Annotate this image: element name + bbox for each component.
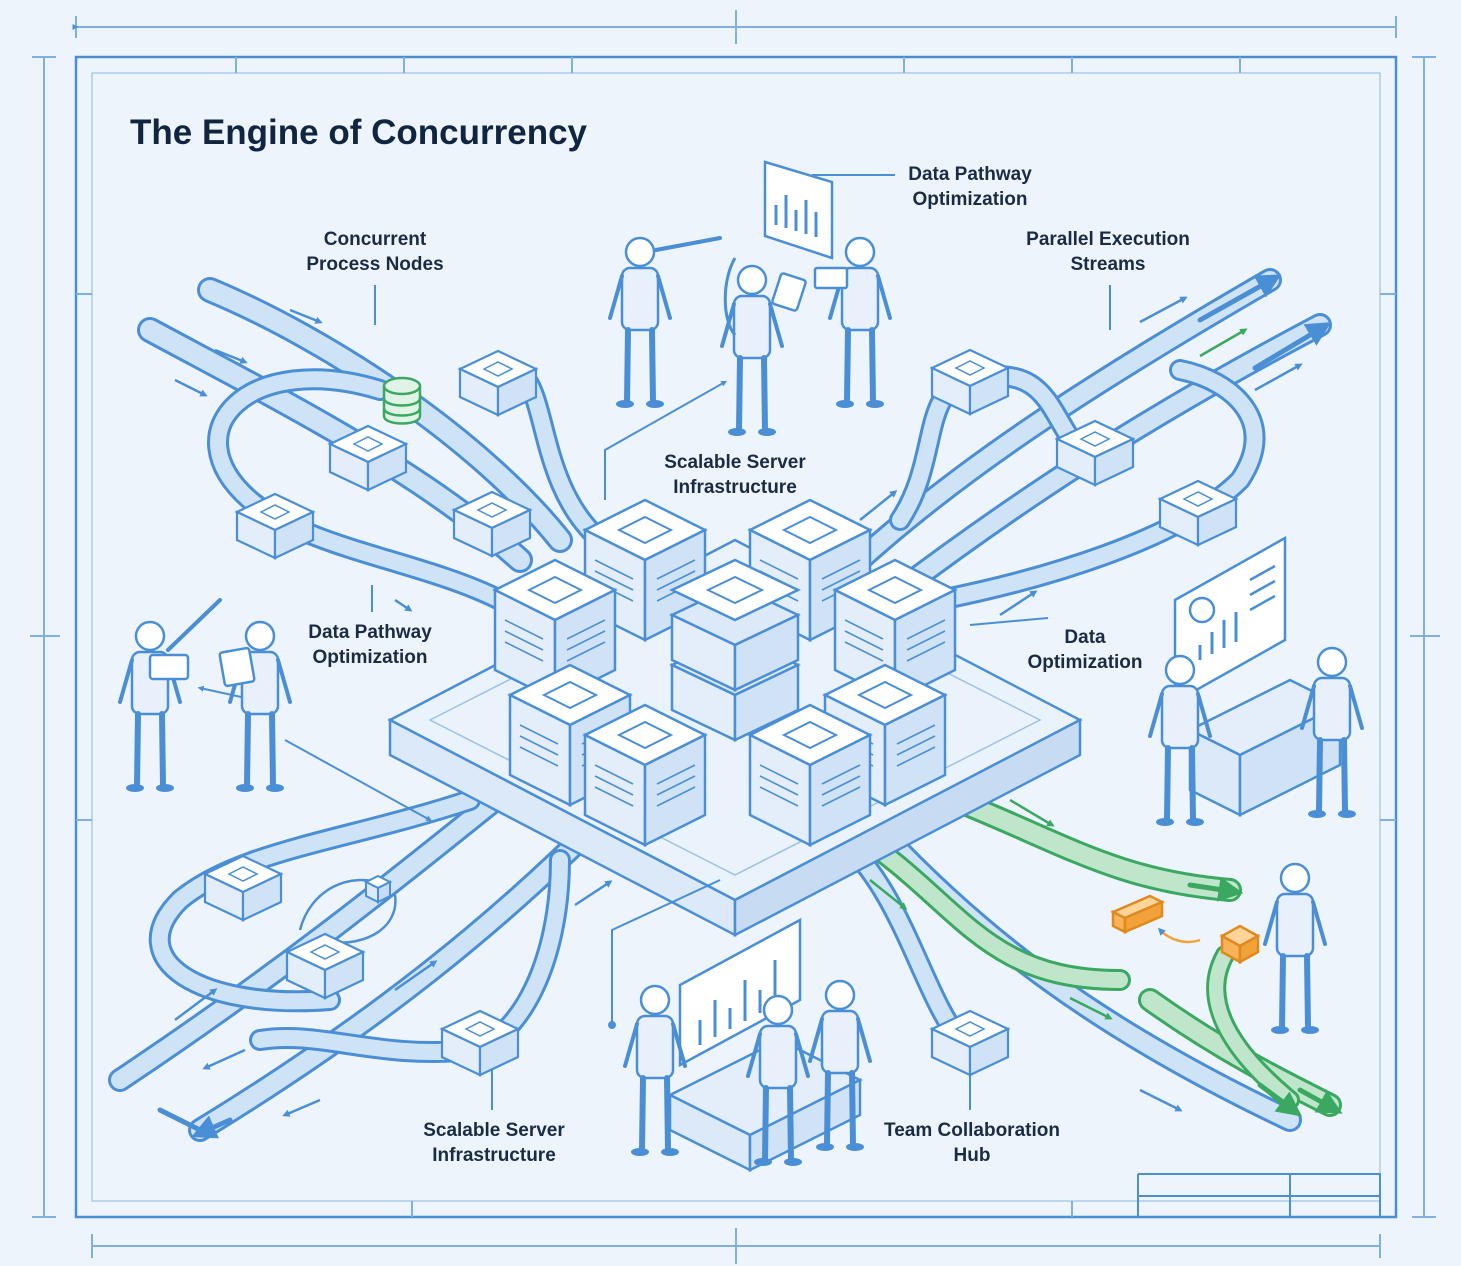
person-laptop <box>830 238 890 408</box>
svg-text:Scalable Server: Scalable Server <box>664 452 806 473</box>
analytics-console-right <box>1173 535 1343 818</box>
svg-text:Infrastructure: Infrastructure <box>673 477 797 498</box>
person-left-tablet <box>230 622 290 792</box>
database-icon <box>382 376 422 425</box>
label-concurrent-process-nodes: Concurrent Process Nodes <box>306 229 443 275</box>
flow-arrows <box>174 296 1303 1117</box>
label-scalable-server-bottom: Scalable Server Infrastructure <box>423 1120 565 1166</box>
svg-text:Data Pathway: Data Pathway <box>308 622 432 643</box>
label-scalable-server-top: Scalable Server Infrastructure <box>664 452 806 498</box>
pipe-lower-left <box>108 768 612 1142</box>
svg-text:Optimization: Optimization <box>312 647 427 668</box>
svg-text:Process Nodes: Process Nodes <box>306 254 443 275</box>
svg-text:Parallel Execution: Parallel Execution <box>1026 229 1190 250</box>
server-cluster <box>493 498 957 847</box>
analytics-screen-top <box>763 160 834 260</box>
label-data-optimization: Data Optimization <box>1027 627 1142 673</box>
svg-text:Optimization: Optimization <box>912 189 1027 210</box>
orange-packages <box>1110 894 1261 965</box>
svg-text:Concurrent: Concurrent <box>324 229 427 250</box>
svg-text:Optimization: Optimization <box>1027 652 1142 673</box>
label-team-collaboration-hub: Team Collaboration Hub <box>884 1120 1060 1166</box>
people <box>120 238 1362 1166</box>
svg-text:Team Collaboration: Team Collaboration <box>884 1120 1060 1141</box>
central-server-stack <box>669 558 801 742</box>
label-data-pathway-left: Data Pathway Optimization <box>308 622 432 668</box>
label-parallel-execution-streams: Parallel Execution Streams <box>1026 229 1190 275</box>
person-pointing <box>610 238 670 408</box>
svg-text:Data: Data <box>1064 627 1106 648</box>
page-title: The Engine of Concurrency <box>130 113 588 152</box>
label-data-pathway-top: Data Pathway Optimization <box>908 164 1032 210</box>
floating-cube <box>363 874 393 904</box>
person-tablet <box>722 266 782 436</box>
svg-text:Hub: Hub <box>954 1145 991 1166</box>
svg-text:Scalable Server: Scalable Server <box>423 1120 565 1141</box>
person-orange-package <box>1265 864 1325 1034</box>
svg-text:Data Pathway: Data Pathway <box>908 164 1032 185</box>
blueprint-frame <box>30 10 1440 1264</box>
svg-text:Infrastructure: Infrastructure <box>432 1145 556 1166</box>
pipe-lower-right <box>819 778 1342 1132</box>
svg-text:Streams: Streams <box>1071 254 1146 275</box>
